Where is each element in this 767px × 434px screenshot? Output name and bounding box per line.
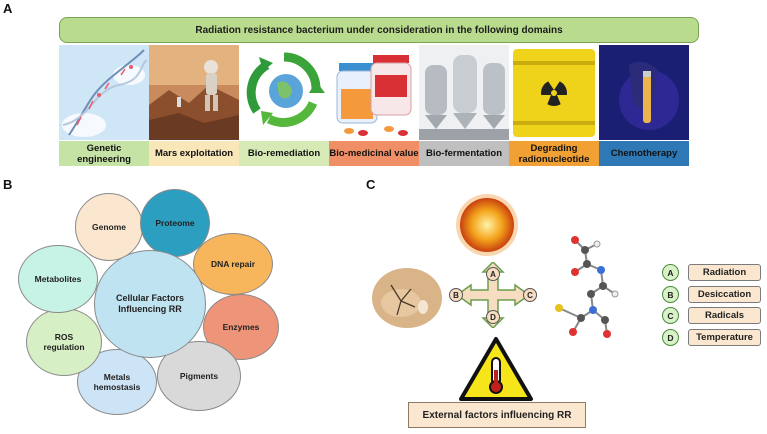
- thermometer-warning-icon: [458, 336, 534, 402]
- domain-label-chemotherapy: Chemotherapy: [599, 141, 689, 166]
- legend-badge-a: A: [662, 264, 679, 281]
- radioactive-barrel-image: [509, 45, 599, 140]
- domain-label-mars-exploitation: Mars exploitation: [149, 141, 239, 166]
- legend-badge-b: B: [662, 286, 679, 303]
- legend-temperature: Temperature: [688, 329, 761, 346]
- vial-glove-image: [599, 45, 689, 140]
- legend-badge-c: C: [662, 307, 679, 324]
- recycle-globe-image: [239, 45, 329, 140]
- domain-label-bio-fermentation: Bio-fermentation: [419, 141, 509, 166]
- factor-pigments: Pigments: [157, 341, 241, 411]
- sun-image: [452, 193, 522, 257]
- legend-radicals: Radicals: [688, 307, 761, 324]
- domain-label-genetic-engineering: Genetic engineering: [59, 141, 149, 166]
- cellular-factors-center: Cellular Factors Influencing RR: [94, 250, 206, 358]
- desert-desiccation-image: [371, 267, 443, 329]
- arrow-label-d: D: [486, 310, 500, 324]
- molecule-radicals-image: [545, 230, 630, 342]
- domain-label-bio-remediation: Bio-remediation: [239, 141, 329, 166]
- pill-bottles-image: [329, 45, 419, 140]
- panel-letter-a: A: [3, 1, 13, 16]
- legend-badge-d: D: [662, 329, 679, 346]
- panel-letter-b: B: [3, 177, 13, 192]
- legend-desiccation: Desiccation: [688, 286, 761, 303]
- external-factors-caption: External factors influencing RR: [408, 402, 586, 428]
- factor-ros-regulation: ROS regulation: [26, 308, 102, 376]
- fermentation-tanks-image: [419, 45, 509, 140]
- arrow-label-a: A: [486, 267, 500, 281]
- domain-label-degrading-radionucleotide: Degrading radionucleotide: [509, 141, 599, 166]
- factor-genome: Genome: [75, 193, 143, 261]
- factor-dna-repair: DNA repair: [193, 233, 273, 295]
- domains-banner: Radiation resistance bacterium under con…: [59, 17, 699, 43]
- domain-label-bio-medicinal-value: Bio-medicinal value: [329, 141, 419, 166]
- mars-astronaut-image: [149, 45, 239, 140]
- dna-helix-image: [59, 45, 149, 140]
- arrow-label-c: C: [523, 288, 537, 302]
- factor-metabolites: Metabolites: [18, 245, 98, 313]
- four-way-arrow-icon: [443, 260, 543, 330]
- arrow-label-b: B: [449, 288, 463, 302]
- legend-radiation: Radiation: [688, 264, 761, 281]
- panel-letter-c: C: [366, 177, 376, 192]
